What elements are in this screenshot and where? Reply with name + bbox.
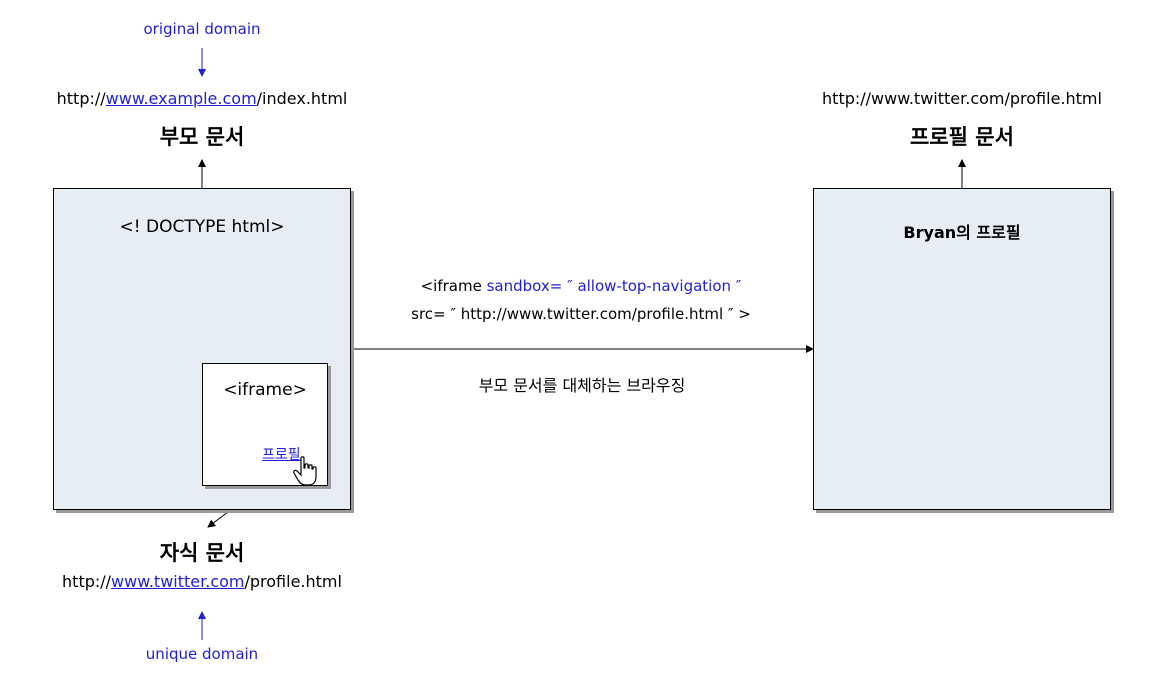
unique-domain-label: unique domain [145, 645, 259, 663]
iframe-label: <iframe> [223, 380, 307, 400]
child-url-prefix: http:// [62, 572, 112, 591]
parent-url-prefix: http:// [56, 89, 106, 108]
profile-document-box: Bryan의 프로필 [813, 188, 1111, 510]
child-doc-title: 자식 문서 [159, 541, 245, 565]
sandbox-attribute-text: sandbox= ″ allow-top-navigation ″ [486, 277, 742, 295]
profile-doc-title: 프로필 문서 [910, 125, 1014, 149]
parent-document-box: <! DOCTYPE html> <iframe> 프로필 [53, 188, 351, 510]
iframe-box: <iframe> 프로필 [202, 363, 328, 486]
parent-doc-title: 부모 문서 [159, 125, 245, 149]
child-url: http://www.twitter.com/profile.html [62, 572, 342, 591]
child-url-domain-link[interactable]: www.twitter.com [111, 572, 245, 591]
profile-link[interactable]: 프로필 [262, 447, 301, 463]
parent-url-suffix: /index.html [256, 89, 348, 108]
child-url-suffix: /profile.html [244, 572, 342, 591]
iframe-tag-text: <iframe [420, 277, 487, 295]
profile-url: http://www.twitter.com/profile.html [822, 89, 1102, 108]
hand-pointer-icon [293, 456, 317, 486]
iframe-code-line-2: src= ″ http://www.twitter.com/profile.ht… [411, 305, 751, 323]
original-domain-label: original domain [143, 20, 261, 38]
parent-url: http://www.example.com/index.html [57, 89, 348, 108]
doctype-label: <! DOCTYPE html> [119, 217, 285, 237]
iframe-code-line-1: <iframe sandbox= ″ allow-top-navigation … [421, 277, 742, 295]
profile-box-title: Bryan의 프로필 [903, 223, 1021, 242]
navigation-caption: 부모 문서를 대체하는 브라우징 [478, 376, 686, 395]
parent-url-domain-link[interactable]: www.example.com [105, 89, 257, 108]
